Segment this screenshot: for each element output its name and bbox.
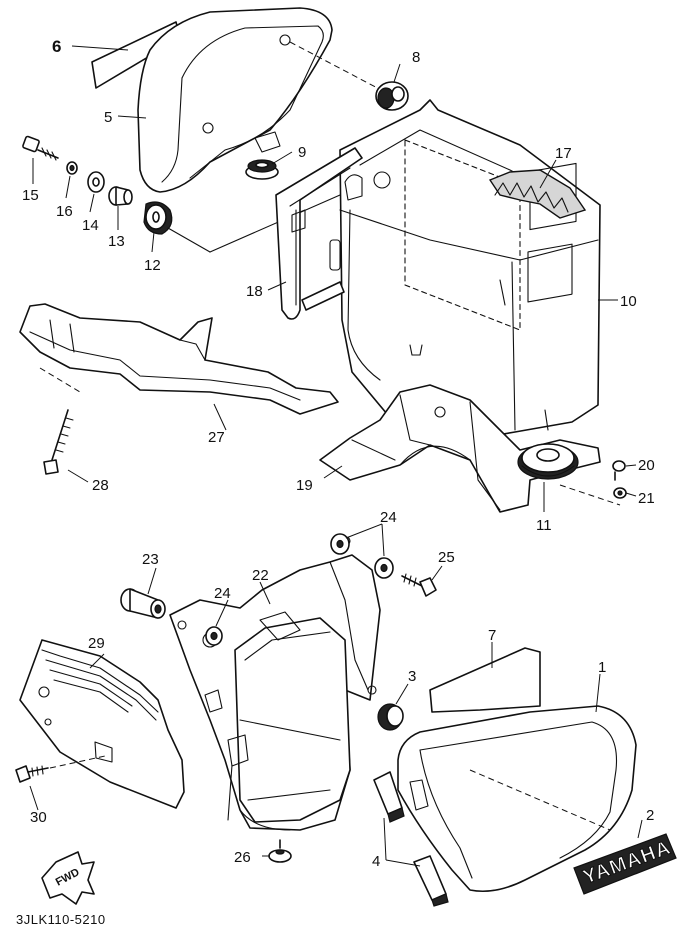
part-15-bolt [22,135,59,161]
part-1-side-cover [397,705,637,893]
callout-9: 9 [298,144,306,161]
part-9-grommet [245,159,279,180]
part-22-toolbox [169,536,381,831]
callout-22: 22 [252,567,269,584]
part-14-washer [87,171,105,193]
callout-4: 4 [372,853,380,870]
part-17-foam-pad [488,169,587,219]
callout-17: 17 [555,145,572,162]
part-12-grommet [143,201,173,235]
callout-7: 7 [488,627,496,644]
part-24-washer-b [374,557,394,579]
part-13-collar [108,186,133,206]
callout-13: 13 [108,233,125,250]
part-24-washer-c [205,626,223,646]
callout-11: 11 [536,517,552,534]
callout-19: 19 [296,477,313,494]
callout-26: 26 [234,849,251,866]
callout-24-top: 24 [380,509,397,526]
callout-20: 20 [638,457,655,474]
part-28-bolt [43,409,74,475]
callout-23: 23 [142,551,159,568]
callout-30: 30 [30,809,47,826]
callout-6: 6 [52,37,61,56]
leader-lines [29,63,643,867]
part-30-screw [15,765,49,783]
part-4-grommet-a [373,771,405,823]
callout-10: 10 [620,293,637,310]
part-29-cover [19,639,185,809]
callout-5: 5 [104,109,112,126]
part-26-screw [268,839,292,863]
part-25-bolt [401,573,437,597]
part-4-grommet-b [413,855,449,907]
callout-12: 12 [144,257,161,274]
drawing-code: 3JLK110-5210 [16,912,106,927]
callout-15: 15 [22,187,39,204]
part-23-bolt [120,588,166,619]
part-11-grommet [517,443,579,480]
callout-2: 2 [646,807,654,824]
fwd-arrow: FWD [41,851,95,905]
callout-3: 3 [408,668,416,685]
part-8-grommet [375,81,409,111]
part-7-pad [429,647,541,713]
part-20-screw [612,460,626,481]
part-24-washer-a [330,533,350,555]
part-16-nut [66,161,78,175]
callout-8: 8 [412,49,420,66]
part-3-grommet [377,703,404,731]
callout-21: 21 [638,490,655,507]
callout-16: 16 [56,203,73,220]
callout-numbers: 6 5 8 9 15 16 14 13 12 17 18 10 27 28 19… [22,37,655,870]
callout-24-left: 24 [214,585,231,602]
callout-1: 1 [598,659,606,676]
callout-27: 27 [208,429,225,446]
callout-28: 28 [92,477,109,494]
callout-18: 18 [246,283,263,300]
callout-14: 14 [82,217,99,234]
callout-25: 25 [438,549,455,566]
part-27-bracket [19,303,339,415]
part-19-bracket-base [319,384,601,513]
part-5-side-cover [137,7,333,193]
callout-29: 29 [88,635,105,652]
part-18-battery-band [275,147,363,320]
part-21-nut [613,487,627,499]
